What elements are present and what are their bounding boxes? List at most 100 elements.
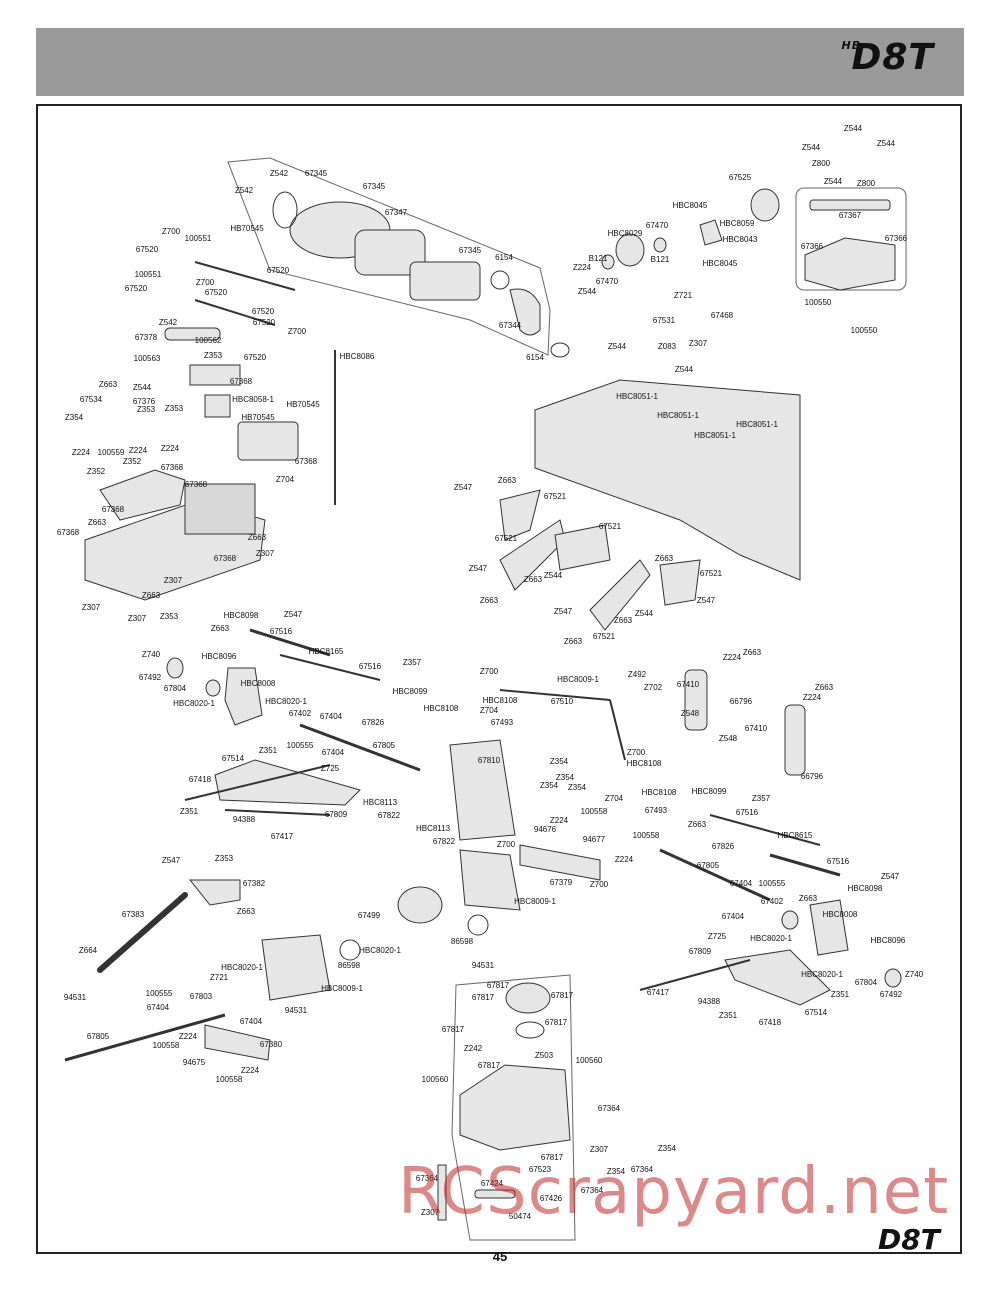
part-label: 67525 [729,173,752,182]
hinge-pin [639,959,751,991]
part-label: Z663 [614,616,633,625]
part-label: 100555 [287,741,314,750]
part-label: Z354 [607,1167,626,1176]
part-label: 94677 [583,835,606,844]
part-label: Z740 [142,650,161,659]
part-label: 67345 [305,169,328,178]
part-label: 6154 [495,253,513,262]
part-label: 67809 [689,947,712,956]
part-label: 67520 [267,266,290,275]
part-label: Z800 [857,179,876,188]
part-label: 67516 [827,857,850,866]
bearing [653,237,667,253]
part-label: 67805 [697,861,720,870]
part-label: 67404 [322,748,345,757]
part-label: 67826 [362,718,385,727]
part-label: 67364 [416,1174,439,1183]
part-label: 67499 [358,911,381,920]
part-label: 67410 [745,724,768,733]
driveshaft [64,1013,226,1062]
part-label: Z663 [248,533,267,542]
part-label: 67417 [647,988,670,997]
hose-clamp [490,270,510,290]
front-driveshaft [249,628,331,657]
part-label: 67493 [491,718,514,727]
part-label: 67366 [801,242,824,251]
part-label: 67817 [545,1018,568,1027]
part-label: 66796 [730,697,753,706]
part-label: Z544 [635,609,654,618]
part-label: 67368 [185,480,208,489]
wing-mount [589,559,651,631]
part-label: 67520 [125,284,148,293]
air-intake-hose [509,288,541,336]
part-label: HBC8020-1 [265,697,307,706]
part-label: 67368 [161,463,184,472]
part-label: 67516 [359,662,382,671]
part-label: 67804 [855,978,878,987]
part-label: 50474 [509,1212,532,1221]
part-label: Z083 [658,342,677,351]
part-label: Z354 [540,781,559,790]
rear-cvd [659,848,771,902]
part-label: 94388 [233,815,256,824]
part-label: HBC8098 [848,884,883,893]
part-label: Z700 [480,667,499,676]
part-label: 67514 [222,754,245,763]
part-label: Z663 [743,648,762,657]
part-label: 67347 [385,208,408,217]
part-label: 94676 [534,825,557,834]
part-label: 67376 [133,397,156,406]
part-label: 67378 [135,333,158,342]
part-label: 67417 [271,832,294,841]
wheel-hub [884,968,902,988]
air-filter-group-outline [227,157,551,356]
part-label: 67805 [87,1032,110,1041]
part-label: HBC8045 [673,201,708,210]
hinge-pin [184,764,331,801]
part-label: Z663 [211,624,230,633]
part-label: 67382 [243,879,266,888]
part-label: HBC8008 [823,910,858,919]
part-label: 94531 [285,1006,308,1015]
header-bar [36,28,964,96]
part-label: 94531 [472,961,495,970]
fuel-cap-seal [515,1021,545,1039]
rear-turnbuckle [709,814,821,846]
part-label: Z702 [644,683,663,692]
part-label: HBC8086 [340,352,375,361]
part-label: 67402 [761,897,784,906]
rear-wing [534,379,801,581]
footer-logo: D8T [878,1223,940,1256]
part-label: 67521 [544,492,567,501]
part-label: 86598 [338,961,361,970]
part-label: Z544 [844,124,863,133]
part-label: HBC8096 [202,652,237,661]
part-label: 67810 [478,756,501,765]
part-label: Z700 [196,278,215,287]
part-label: 67493 [645,806,668,815]
part-label: 67368 [295,457,318,466]
diff-seal [467,914,489,936]
part-label: Z663 [564,637,583,646]
part-label: Z547 [697,596,716,605]
part-label: 67368 [102,505,125,514]
part-label: 67368 [230,377,253,386]
part-label: 67426 [540,1194,563,1203]
part-label: 67805 [373,741,396,750]
front-brace [204,1024,271,1061]
part-label: Z307 [82,603,101,612]
part-label: 67345 [459,246,482,255]
part-label: 100555 [759,879,786,888]
part-label: 67804 [164,684,187,693]
part-label: 67470 [596,277,619,286]
steering-rod [194,299,276,326]
part-label: Z544 [802,143,821,152]
part-label: Z224 [161,444,180,453]
part-label: Z357 [403,658,422,667]
part-label: Z503 [535,1051,554,1060]
part-label: 67364 [581,1186,604,1195]
part-label: 100558 [216,1075,243,1084]
part-label: 67410 [677,680,700,689]
rear-shock [684,669,708,731]
